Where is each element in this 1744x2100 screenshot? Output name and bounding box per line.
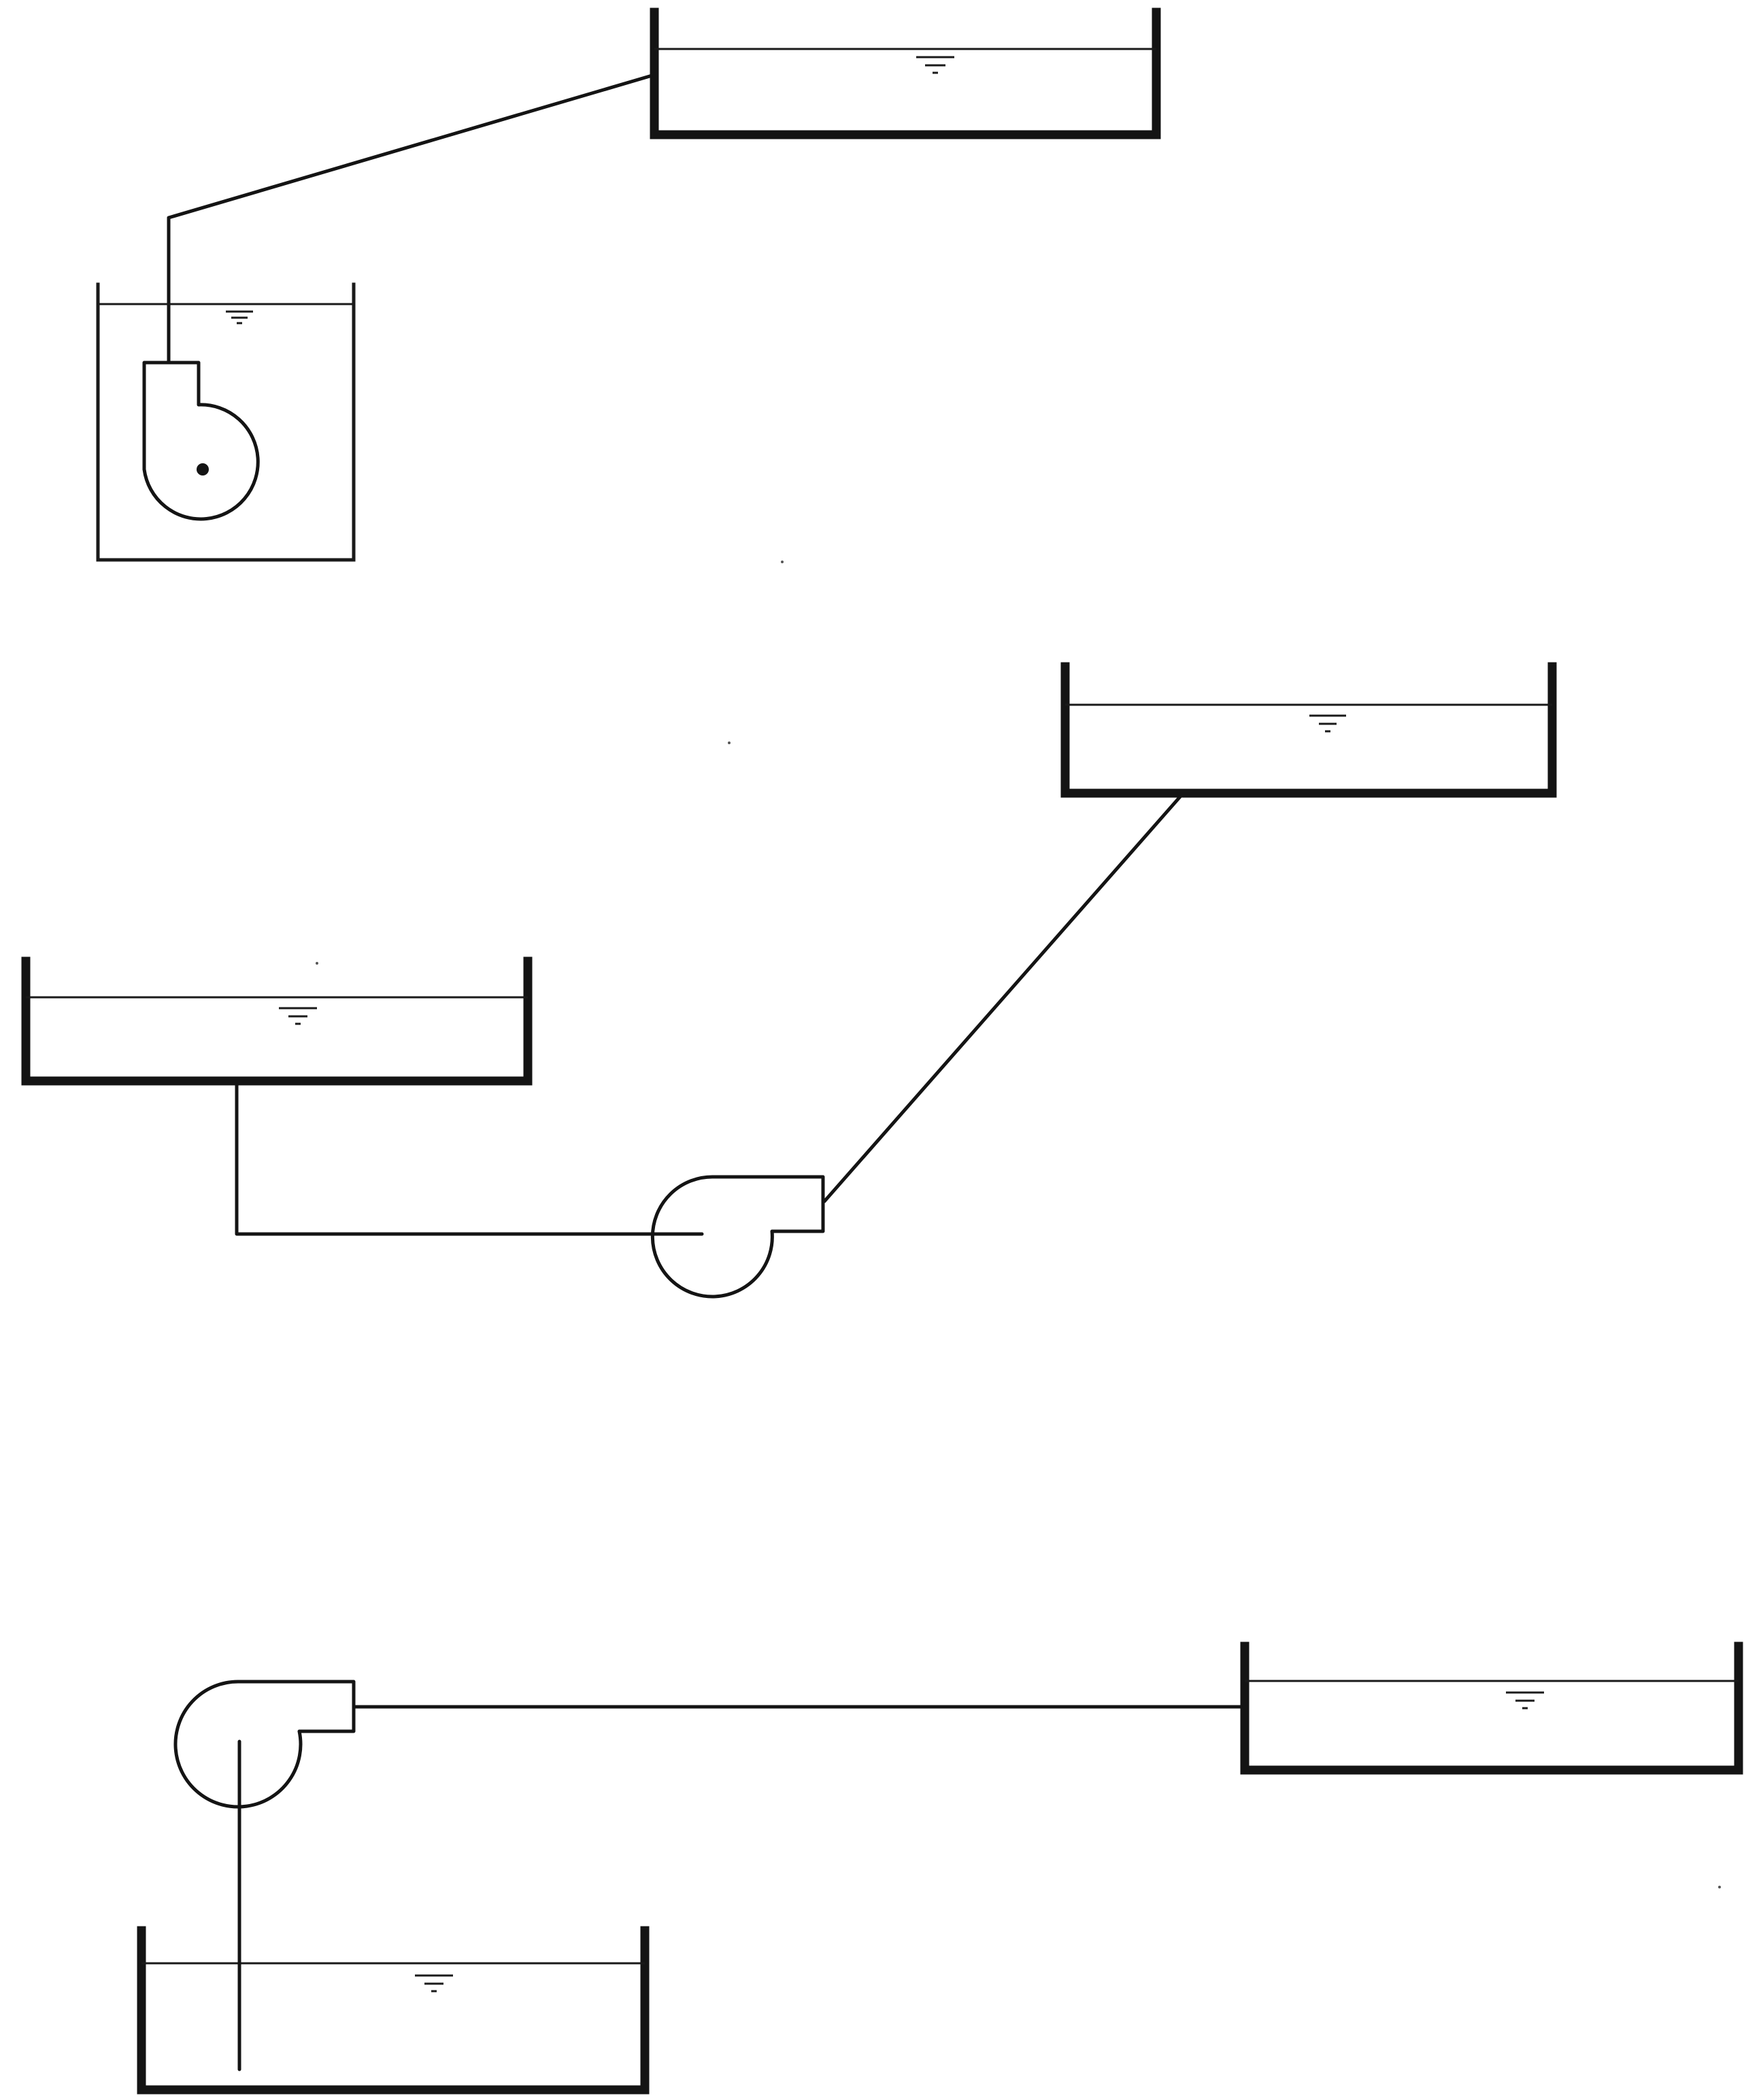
system-2-discharge-pipe — [822, 794, 1183, 1203]
system-2-pump — [650, 1175, 825, 1299]
system-3 — [137, 1641, 1743, 2095]
system-1-suction-tank — [96, 282, 356, 562]
water-level-symbol — [1506, 1691, 1544, 1710]
system-3-discharge-tank — [1240, 1641, 1743, 1775]
system-1-discharge-tank — [650, 7, 1161, 139]
pump-impeller-hub — [197, 463, 209, 476]
water-level-symbol — [1309, 714, 1346, 733]
scan-speck — [781, 561, 784, 563]
system-3-pump — [173, 1680, 356, 1809]
system-2-discharge-tank — [1060, 662, 1557, 798]
system-2 — [21, 662, 1557, 1299]
system-1-submerged-pump — [142, 361, 260, 521]
system-2-suction-tank — [21, 956, 533, 1086]
water-level-symbol — [916, 56, 954, 74]
scan-speck — [1718, 1886, 1721, 1888]
scan-speck — [728, 741, 731, 744]
system-1-discharge-pipe — [167, 73, 656, 366]
scan-speck — [316, 962, 318, 965]
system-1 — [96, 7, 1161, 562]
water-level-symbol — [415, 1974, 453, 1993]
system-2-suction-pipe — [235, 1083, 704, 1236]
water-level-symbol — [226, 310, 253, 324]
water-level-symbol — [279, 1007, 317, 1025]
system-3-suction-tank — [137, 1926, 650, 2095]
